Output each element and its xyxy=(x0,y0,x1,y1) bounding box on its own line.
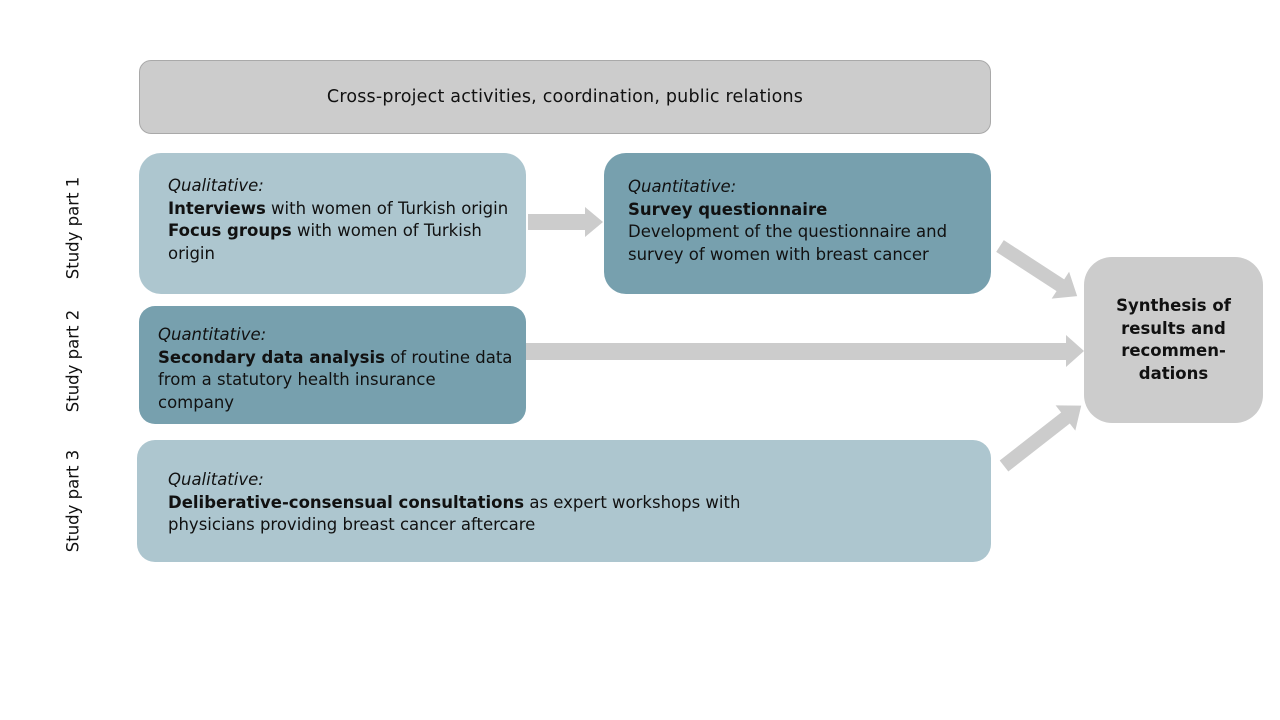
synthesis-line4: dations xyxy=(1138,363,1209,383)
study-part-1-label: Study part 1 xyxy=(63,176,83,280)
study2-quantitative-box: Quantitative: Secondary data analysis of… xyxy=(139,306,526,424)
arrow-study1-qual-to-quant xyxy=(528,207,603,237)
cross-project-label: Cross-project activities, coordination, … xyxy=(326,86,804,107)
study1-qual-item1-desc: with women of Turkish origin xyxy=(265,198,509,218)
study2-desc-line2: from a statutory health insurance xyxy=(158,370,436,389)
study1-qual-item2-title: Focus groups xyxy=(168,221,292,240)
study-part-3-label: Study part 3 xyxy=(63,449,83,553)
study1-qual-item2-desc-cont: origin xyxy=(168,243,215,263)
study1-qualitative-box: Qualitative: Interviews with women of Tu… xyxy=(139,153,526,294)
study-part-2-label: Study part 2 xyxy=(63,309,83,413)
study3-title-rest: as expert workshops with xyxy=(524,492,741,512)
study1-qual-item2-desc: with women of Turkish xyxy=(291,221,482,240)
study2-desc-line3: company xyxy=(158,392,235,412)
cross-project-box: Cross-project activities, coordination, … xyxy=(139,60,991,134)
study1-quant-title: Survey questionnaire xyxy=(628,199,828,219)
synthesis-line3: recommen- xyxy=(1121,341,1226,360)
study1-quantitative-box: Quantitative: Survey questionnaire Devel… xyxy=(604,153,991,294)
study1-quant-desc-line1: Development of the questionnaire and xyxy=(628,222,948,241)
study2-title: Secondary data analysis xyxy=(158,347,385,367)
arrow-study2-to-synthesis xyxy=(526,335,1084,367)
study3-title: Deliberative-consensual consultations xyxy=(168,492,525,512)
study1-quant-desc-line2: survey of women with breast cancer xyxy=(628,244,929,264)
synthesis-line1: Synthesis of xyxy=(1116,296,1231,315)
study3-qualitative-box: Qualitative: Deliberative-consensual con… xyxy=(137,440,991,562)
arrow-study1-quant-to-synthesis xyxy=(996,240,1078,299)
arrow-study3-to-synthesis xyxy=(999,405,1082,472)
study1-qual-method: Qualitative: xyxy=(168,176,264,195)
study2-title-rest: of routine data xyxy=(384,347,513,367)
synthesis-line2: results and xyxy=(1121,318,1226,338)
study1-quant-method: Quantitative: xyxy=(628,177,737,196)
synthesis-box: Synthesis of results and recommen- datio… xyxy=(1084,257,1263,423)
study3-method: Qualitative: xyxy=(168,470,264,489)
study3-desc-line2: physicians providing breast cancer after… xyxy=(168,515,536,534)
study1-qual-item1-title: Interviews xyxy=(168,198,266,218)
study2-method: Quantitative: xyxy=(158,325,267,344)
